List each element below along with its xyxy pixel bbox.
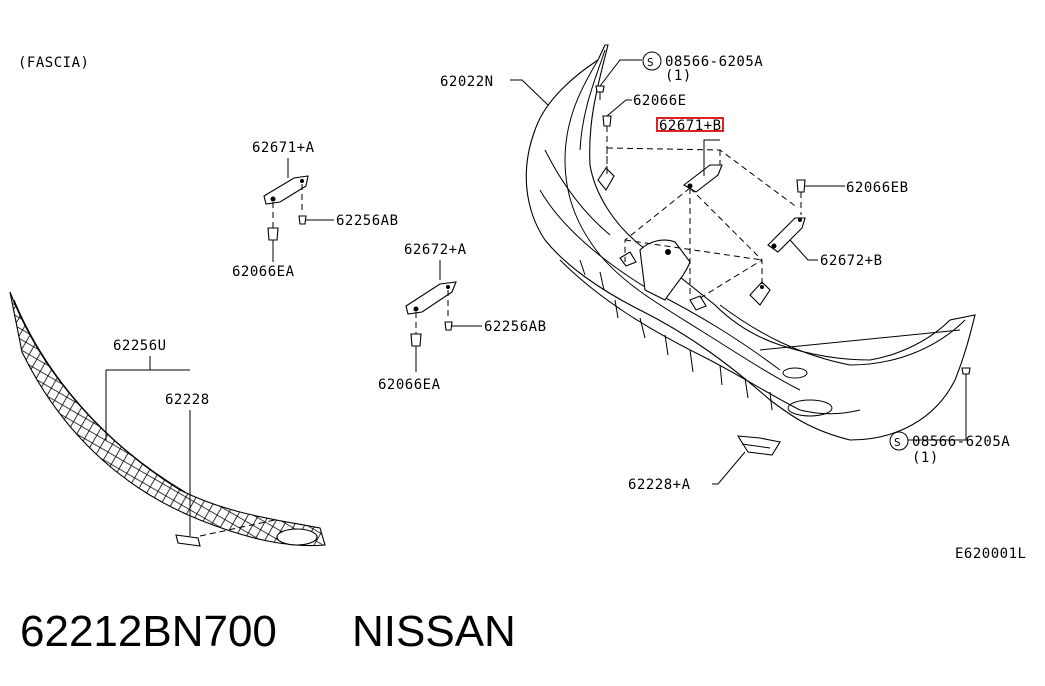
label-screw-top-qty: (1) xyxy=(665,68,692,84)
label-screw-right: 08566-6205A xyxy=(912,434,1010,450)
svg-text:S: S xyxy=(647,56,654,69)
section-label: (FASCIA) xyxy=(18,55,89,71)
screw-62256ab-1 xyxy=(298,215,334,225)
footer-brand: NISSAN xyxy=(352,607,516,656)
label-screw-top: 08566-6205A xyxy=(665,54,763,70)
clip-62066ea-2 xyxy=(410,333,422,372)
label-clip-eb: 62066EB xyxy=(846,180,909,196)
bracket-62228a xyxy=(712,435,781,485)
screw-62256ab-2 xyxy=(444,321,482,331)
label-grille: 62256U xyxy=(113,338,167,354)
figure-code: E620001L xyxy=(955,546,1026,562)
label-bracket-a-671: 62671+A xyxy=(252,140,315,156)
bracket-62671a xyxy=(263,175,309,205)
label-clip-ea-2: 62066EA xyxy=(378,377,441,393)
label-clip-ea-1: 62066EA xyxy=(232,264,295,280)
label-bracket-672b: 62672+B xyxy=(820,253,883,269)
label-screw-right-qty: (1) xyxy=(912,450,939,466)
clip-62066eb xyxy=(796,179,845,215)
highlight-box xyxy=(656,117,724,132)
footer-part-number: 62212BN700 xyxy=(20,607,277,656)
screw-right: S xyxy=(889,367,971,451)
label-screw-ab-2: 62256AB xyxy=(484,319,547,335)
fascia-bumper xyxy=(525,44,976,441)
label-bracket-a-672: 62672+A xyxy=(404,242,467,258)
label-clip-top: 62066E xyxy=(633,93,687,109)
screw-top: S xyxy=(595,51,662,100)
bracket-62672a xyxy=(405,281,457,315)
grille-mesh xyxy=(9,291,326,547)
svg-text:S: S xyxy=(894,436,901,449)
clip-62066ea-1 xyxy=(267,227,279,262)
label-screw-ab-1: 62256AB xyxy=(336,213,399,229)
label-fascia: 62022N xyxy=(440,74,494,90)
bracket-62672b xyxy=(767,217,818,261)
bracket-62671b xyxy=(683,139,723,193)
label-bottom-bracket: 62228+A xyxy=(628,477,691,493)
label-grille-clip: 62228 xyxy=(165,392,210,408)
label-bracket-b: 62671+B xyxy=(659,118,722,134)
